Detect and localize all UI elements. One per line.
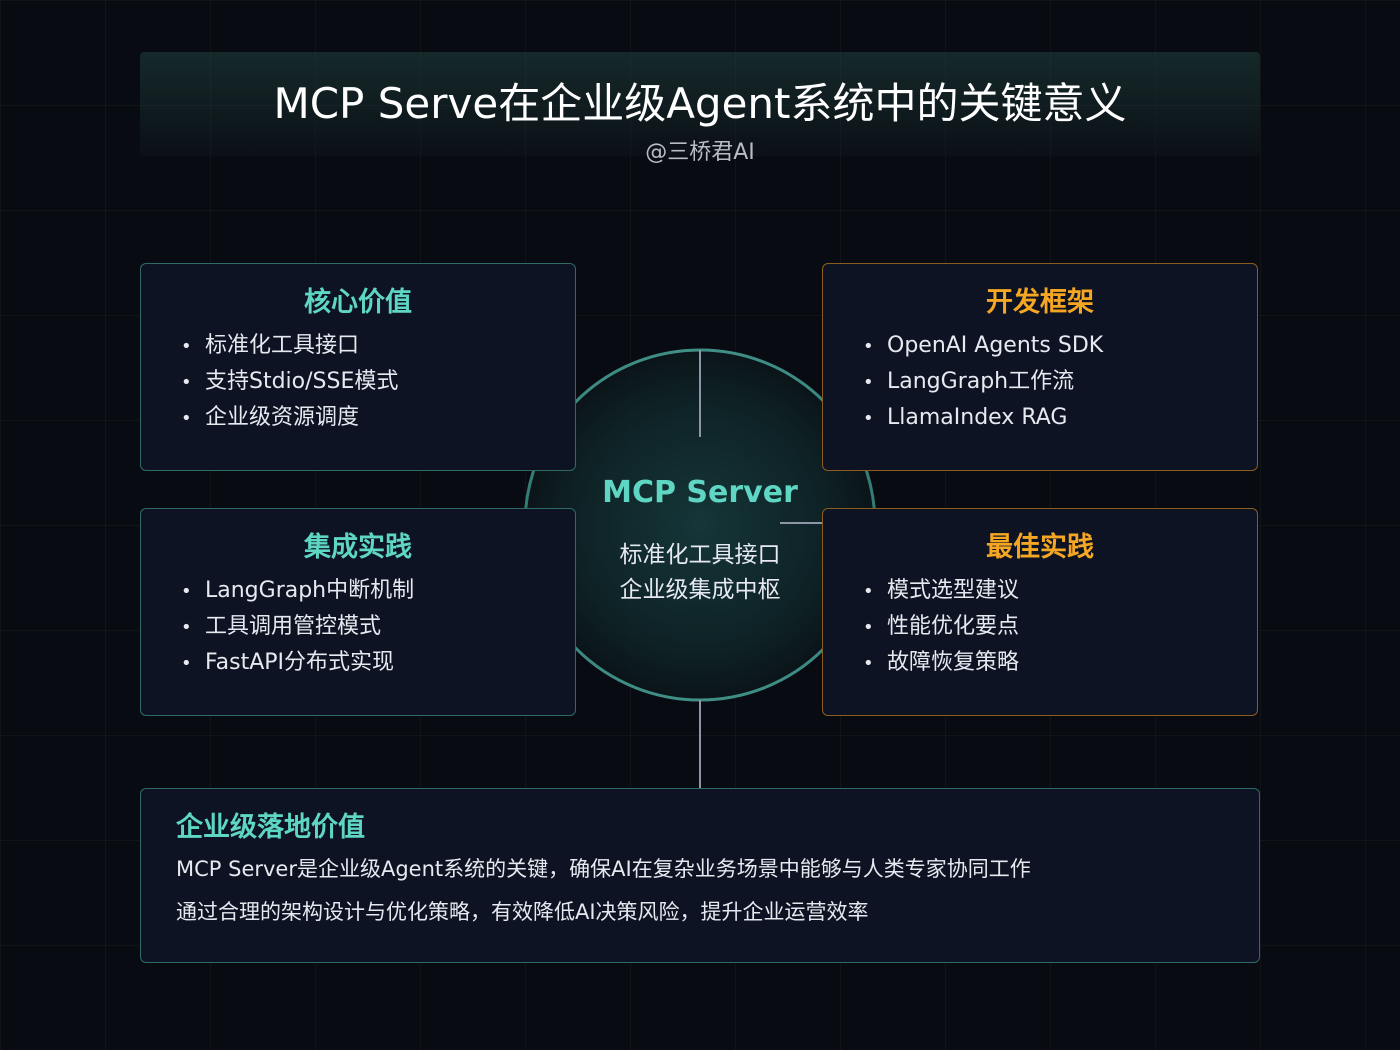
list-item: • LangGraph中断机制 (181, 573, 414, 609)
list-item: • 企业级资源调度 (181, 400, 398, 436)
card-list: • 模式选型建议 • 性能优化要点 • 故障恢复策略 (863, 573, 1019, 681)
list-item-text: 工具调用管控模式 (205, 614, 382, 639)
bullet-icon: • (181, 581, 192, 602)
list-item-text: 标准化工具接口 (205, 333, 360, 358)
list-item-text: LangGraph中断机制 (205, 578, 415, 603)
card-dev-framework: 开发框架 • OpenAI Agents SDK • LangGraph工作流 • L… (822, 263, 1258, 471)
bullet-icon: • (863, 581, 874, 602)
list-item-text: 故障恢复策略 (887, 650, 1020, 675)
list-item-text: 性能优化要点 (887, 614, 1020, 639)
list-item: • 模式选型建议 (863, 573, 1019, 609)
card-title: 核心价值 (304, 287, 412, 318)
card-title: 集成实践 (304, 532, 412, 563)
list-item: • LlamaIndex RAG (863, 400, 1103, 436)
list-item: • 性能优化要点 (863, 609, 1019, 645)
list-item: • LangGraph工作流 (863, 364, 1103, 400)
bullet-icon: • (863, 408, 874, 429)
bullet-icon: • (863, 336, 874, 357)
center-title: MCP Server (602, 475, 798, 510)
bullet-icon: • (863, 653, 874, 674)
card-integration-practice: 集成实践 • LangGraph中断机制 • 工具调用管控模式 • FastAPI分布… (140, 508, 576, 716)
list-item-text: FastAPI分布式实现 (205, 650, 395, 675)
enterprise-value-panel: 企业级落地价值 MCP Server是企业级Agent系统的关键，确保AI在复杂… (140, 788, 1260, 963)
list-item: • 标准化工具接口 (181, 328, 398, 364)
bullet-icon: • (181, 653, 192, 674)
bullet-icon: • (181, 372, 192, 393)
card-title: 开发框架 (986, 287, 1094, 318)
list-item: • 故障恢复策略 (863, 645, 1019, 681)
panel-line-2: 通过合理的架构设计与优化策略，有效降低AI决策风险，提升企业运营效率 (176, 900, 869, 924)
list-item: • 工具调用管控模式 (181, 609, 414, 645)
title-band (140, 52, 1260, 156)
bullet-icon: • (181, 617, 192, 638)
list-item: • 支持Stdio/SSE模式 (181, 364, 398, 400)
bullet-icon: • (863, 617, 874, 638)
list-item: • FastAPI分布式实现 (181, 645, 414, 681)
page-subtitle: @三桥君AI (645, 140, 755, 165)
bullet-icon: • (181, 408, 192, 429)
list-item-text: LlamaIndex RAG (887, 405, 1068, 430)
page-title: MCP Serve在企业级Agent系统中的关键意义 (273, 79, 1127, 128)
card-list: • OpenAI Agents SDK • LangGraph工作流 • LlamaI… (863, 328, 1103, 436)
bullet-icon: • (181, 336, 192, 357)
card-list: • 标准化工具接口 • 支持Stdio/SSE模式 • 企业级资源调度 (181, 328, 398, 436)
panel-line-1: MCP Server是企业级Agent系统的关键，确保AI在复杂业务场景中能够与… (176, 857, 1031, 881)
list-item-text: LangGraph工作流 (887, 369, 1075, 394)
list-item: • OpenAI Agents SDK (863, 328, 1103, 364)
center-line-1: 标准化工具接口 (619, 542, 781, 568)
card-best-practice: 最佳实践 • 模式选型建议 • 性能优化要点 • 故障恢复策略 (822, 508, 1258, 716)
list-item-text: OpenAI Agents SDK (887, 333, 1104, 358)
card-title: 最佳实践 (986, 532, 1094, 563)
list-item-text: 支持Stdio/SSE模式 (205, 369, 399, 394)
list-item-text: 模式选型建议 (887, 578, 1020, 603)
panel-title: 企业级落地价值 (176, 812, 365, 843)
center-line-2: 企业级集成中枢 (619, 577, 781, 603)
list-item-text: 企业级资源调度 (205, 405, 360, 430)
card-core-value: 核心价值 • 标准化工具接口 • 支持Stdio/SSE模式 • 企业级资源调度 (140, 263, 576, 471)
card-list: • LangGraph中断机制 • 工具调用管控模式 • FastAPI分布式实现 (181, 573, 414, 681)
bullet-icon: • (863, 372, 874, 393)
